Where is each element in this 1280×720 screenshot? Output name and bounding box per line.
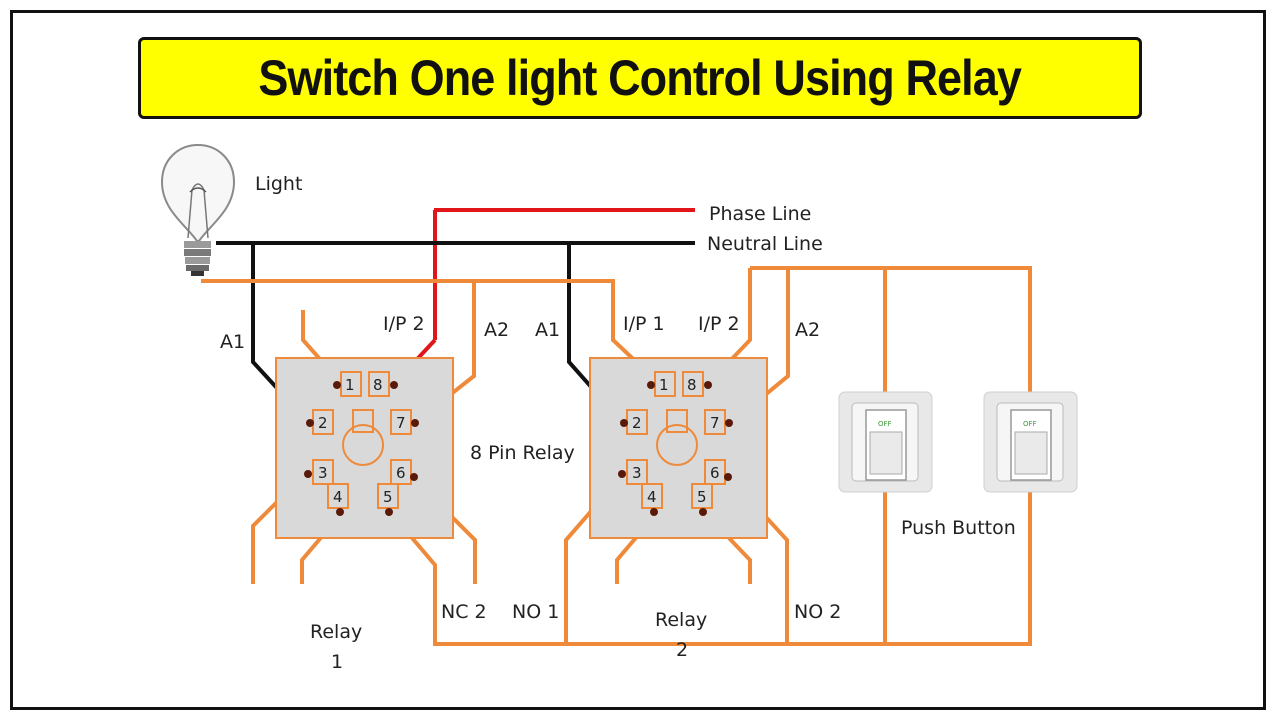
phase-line-label: Phase Line xyxy=(709,203,811,225)
relay2-label-line2: 2 xyxy=(676,639,688,661)
relay1-pin-4: 4 xyxy=(333,488,343,506)
relay2-a1-label: A1 xyxy=(535,319,560,341)
push-button-label: Push Button xyxy=(901,517,1016,539)
relay2-pin-2: 2 xyxy=(632,414,642,432)
title-banner: Switch One light Control Using Relay xyxy=(138,37,1142,119)
no2-label: NO 2 xyxy=(794,601,841,623)
light-bulb-icon xyxy=(160,143,236,276)
relay1-label-line1: Relay xyxy=(310,621,362,643)
relay2-pin-4: 4 xyxy=(647,488,657,506)
relay1-pin-2: 2 xyxy=(318,414,328,432)
relay2-pin-8: 8 xyxy=(687,376,697,394)
push-button-2: OFF xyxy=(983,391,1078,493)
eight-pin-relay-label: 8 Pin Relay xyxy=(470,442,575,464)
relay1-pin-7: 7 xyxy=(396,414,406,432)
relay1-ip2-label: I/P 2 xyxy=(383,313,425,335)
light-label: Light xyxy=(255,173,302,195)
relay1-a2-label: A2 xyxy=(484,319,509,341)
relay1-pin-1: 1 xyxy=(345,376,355,394)
nc2-label: NC 2 xyxy=(441,601,487,623)
switch1-off-label: OFF xyxy=(878,420,892,428)
relay2-label-line1: Relay xyxy=(655,609,707,631)
no1-label: NO 1 xyxy=(512,601,559,623)
relay1-pin-5: 5 xyxy=(383,488,393,506)
diagram-frame xyxy=(10,10,1266,710)
relay1-pin-6: 6 xyxy=(396,464,406,482)
neutral-line-label: Neutral Line xyxy=(707,233,823,255)
switch2-off-label: OFF xyxy=(1023,420,1037,428)
push-button-1: OFF xyxy=(838,391,933,493)
relay-2: 1 8 2 7 3 6 4 5 xyxy=(589,357,768,539)
relay2-pin-6: 6 xyxy=(710,464,720,482)
relay2-pin-5: 5 xyxy=(697,488,707,506)
relay2-ip2-label: I/P 2 xyxy=(698,313,740,335)
relay2-a2-label: A2 xyxy=(795,319,820,341)
diagram-title: Switch One light Control Using Relay xyxy=(258,50,1023,106)
relay1-pin-3: 3 xyxy=(318,464,328,482)
relay1-pin-8: 8 xyxy=(373,376,383,394)
relay-1: 1 8 2 7 3 6 4 5 xyxy=(275,357,454,539)
relay2-pin-7: 7 xyxy=(710,414,720,432)
relay2-ip1-label: I/P 1 xyxy=(623,313,665,335)
relay1-a1-label: A1 xyxy=(220,331,245,353)
relay2-pin-1: 1 xyxy=(659,376,669,394)
relay1-label-line2: 1 xyxy=(331,651,343,673)
relay2-pin-3: 3 xyxy=(632,464,642,482)
